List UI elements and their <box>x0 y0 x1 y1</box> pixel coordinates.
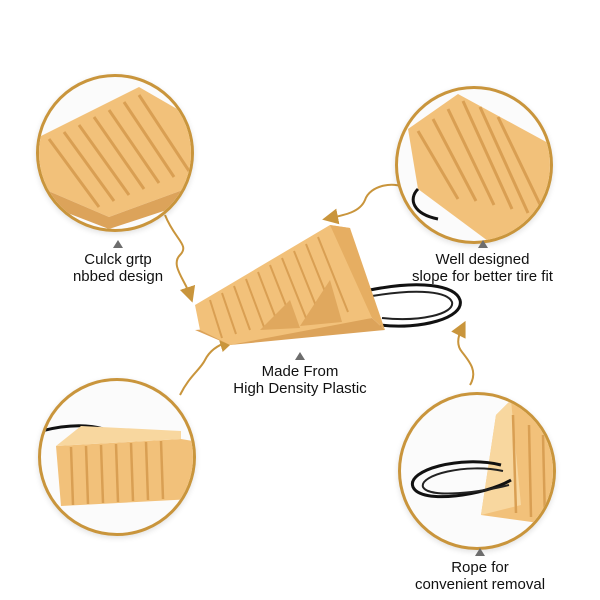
label-line-1: Made From <box>261 363 339 380</box>
rope <box>369 283 462 328</box>
detail-circle-rope <box>398 392 556 550</box>
label-material: Made From High Density Plastic <box>215 352 385 397</box>
triangle-marker-icon <box>113 240 123 248</box>
label-line-1: Culck grtp <box>84 251 152 268</box>
curved-arrow-icon <box>164 214 196 303</box>
curved-arrow-icon <box>322 183 411 225</box>
label-line-2: convenient removal <box>414 576 546 593</box>
detail-circle-ribbed <box>36 74 194 232</box>
label-ribbed-design: Culck grtp nbbed design <box>58 240 178 285</box>
label-slope: Well designed slope for better tire fit <box>385 240 580 285</box>
label-rope: Rope for convenient removal <box>395 548 565 593</box>
label-line-2: High Density Plastic <box>233 380 367 397</box>
triangle-marker-icon <box>475 548 485 556</box>
triangle-marker-icon <box>295 352 305 360</box>
detail-circle-side <box>38 378 196 536</box>
label-line-1: Well designed <box>435 251 530 268</box>
label-line-2: slope for better tire fit <box>412 268 553 285</box>
label-line-2: nbbed design <box>72 268 164 285</box>
triangle-marker-icon <box>477 240 488 248</box>
detail-circle-slope <box>395 86 553 244</box>
curved-arrow-icon <box>179 336 236 396</box>
curved-arrow-icon <box>451 320 475 386</box>
label-line-1: Rope for <box>451 559 509 576</box>
